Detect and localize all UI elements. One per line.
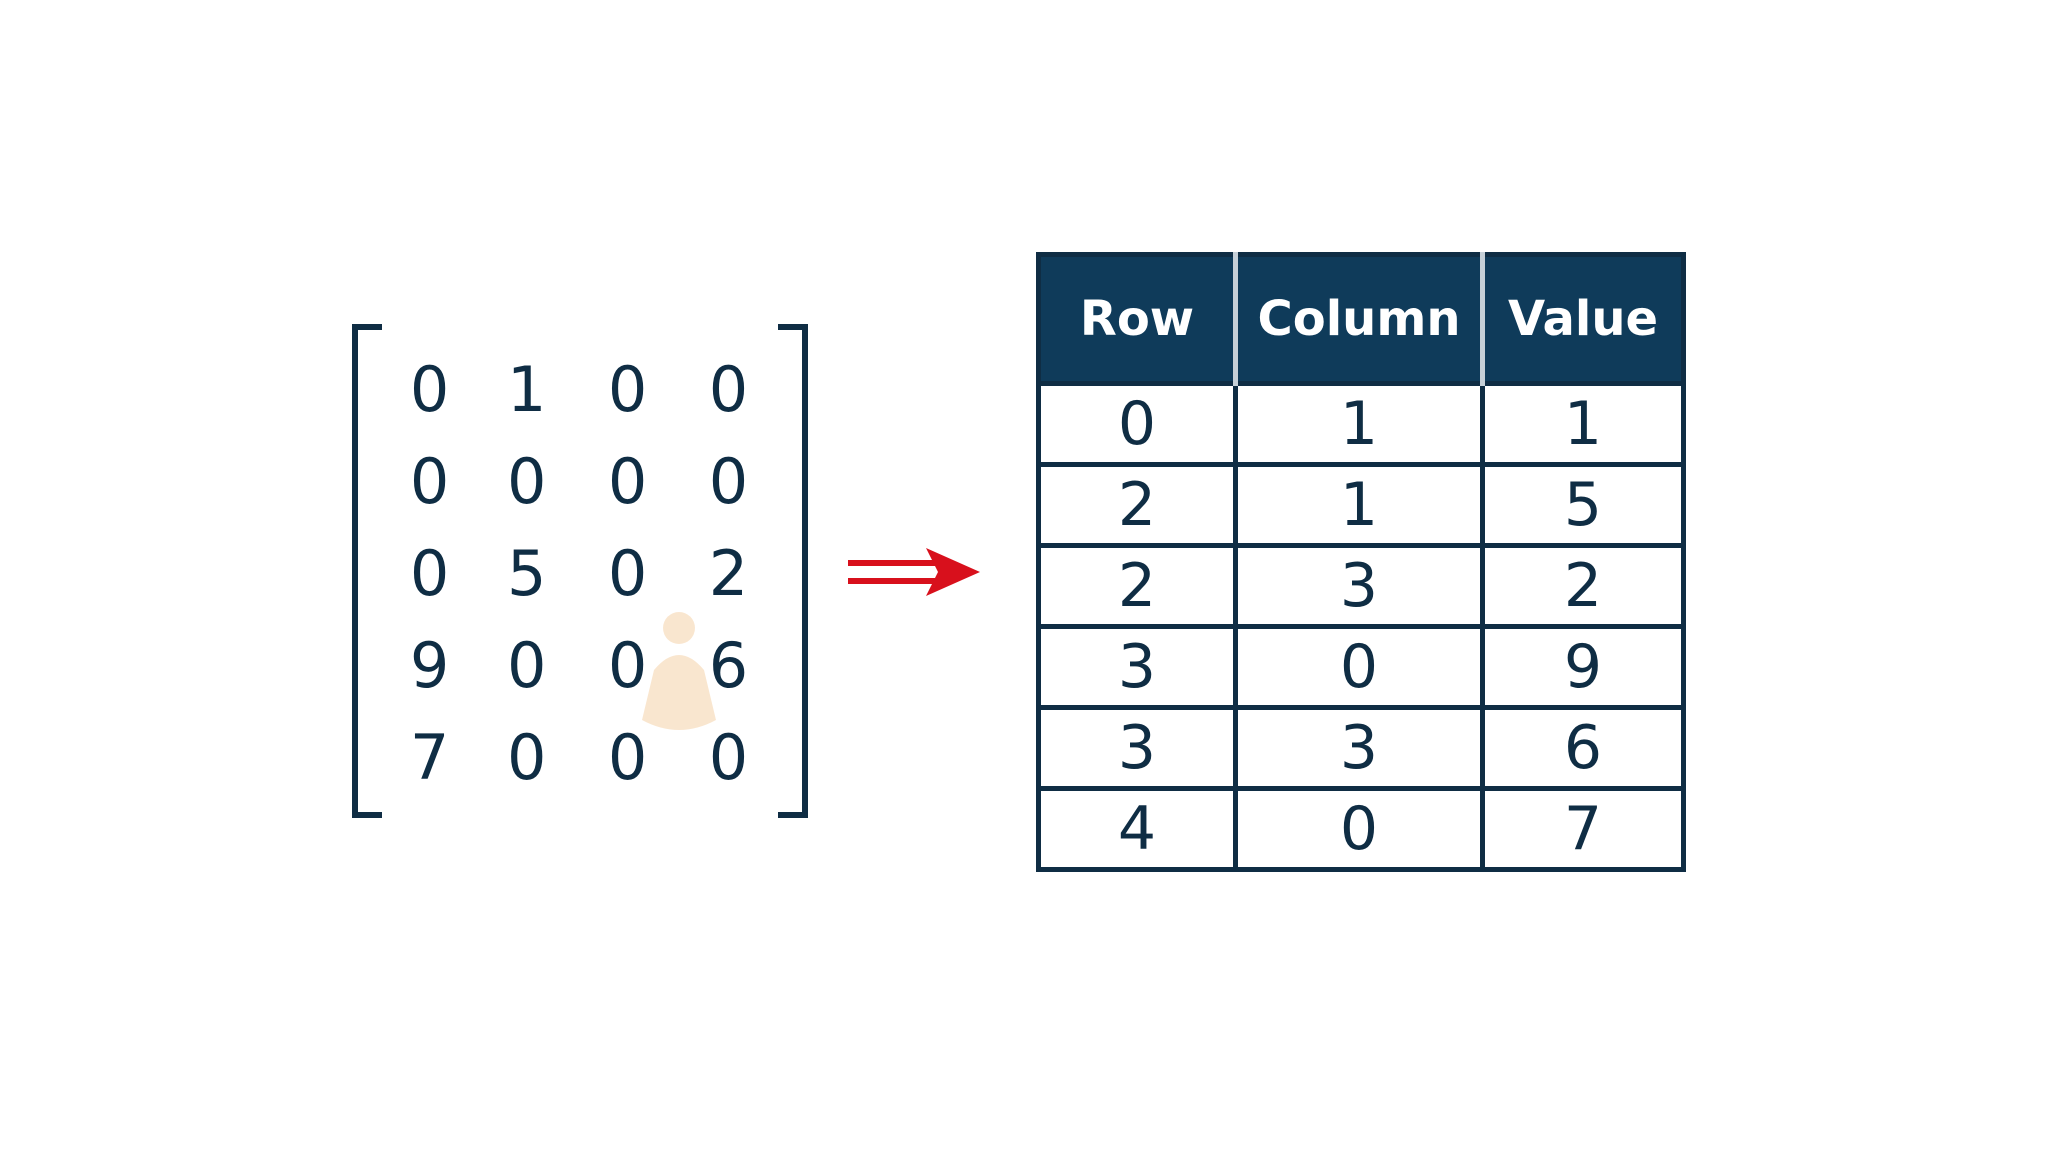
table-row: 0 1 1	[1036, 381, 1686, 467]
matrix-row: 0 5 0 2	[382, 528, 778, 620]
cell-value: 9	[1480, 624, 1686, 710]
sparse-matrix: 0 1 0 0 0 0 0 0 0 5 0 2 9 0 0 6 7 0 0 0	[352, 324, 808, 820]
matrix-cell: 0	[607, 353, 648, 426]
table-row: 2 3 2	[1036, 543, 1686, 629]
header-value: Value	[1480, 254, 1686, 384]
matrix-row: 7 0 0 0	[382, 712, 778, 804]
matrix-cell: 0	[708, 445, 749, 518]
matrix-cell: 0	[506, 629, 547, 702]
matrix-grid: 0 1 0 0 0 0 0 0 0 5 0 2 9 0 0 6 7 0 0 0	[382, 344, 778, 804]
cell-row: 2	[1036, 543, 1238, 629]
cell-value: 6	[1480, 705, 1686, 791]
cell-row: 3	[1036, 705, 1238, 791]
cell-row: 2	[1036, 462, 1238, 548]
matrix-cell: 0	[708, 353, 749, 426]
matrix-cell: 0	[506, 445, 547, 518]
matrix-cell: 0	[607, 721, 648, 794]
cell-column: 1	[1233, 381, 1485, 467]
matrix-cell: 0	[409, 353, 450, 426]
cell-row: 4	[1036, 786, 1238, 872]
matrix-cell: 2	[708, 537, 749, 610]
watermark-figure-icon	[642, 612, 716, 730]
cell-row: 3	[1036, 624, 1238, 710]
matrix-cell: 0	[607, 629, 648, 702]
sparse-triplet-table: Row Column Value 0 1 1 2 1 5 2 3 2 3 0 9…	[1036, 252, 1686, 872]
matrix-cell: 6	[708, 629, 749, 702]
cell-value: 5	[1480, 462, 1686, 548]
matrix-cell: 0	[506, 721, 547, 794]
table-row: 3 0 9	[1036, 624, 1686, 710]
matrix-cell: 0	[607, 537, 648, 610]
matrix-cell: 9	[409, 629, 450, 702]
double-arrow-right-icon	[848, 548, 980, 596]
matrix-cell: 0	[409, 537, 450, 610]
table-row: 3 3 6	[1036, 705, 1686, 791]
cell-column: 3	[1233, 543, 1485, 629]
matrix-cell: 5	[506, 537, 547, 610]
header-row: Row	[1036, 254, 1238, 384]
right-bracket	[778, 324, 808, 818]
matrix-cell: 0	[409, 445, 450, 518]
matrix-row: 9 0 0 6	[382, 620, 778, 712]
cell-value: 1	[1480, 381, 1686, 467]
table-header-row: Row Column Value	[1036, 254, 1686, 384]
cell-value: 2	[1480, 543, 1686, 629]
cell-column: 1	[1233, 462, 1485, 548]
cell-row: 0	[1036, 381, 1238, 467]
left-bracket	[352, 324, 382, 818]
header-column: Column	[1233, 254, 1485, 384]
cell-column: 0	[1233, 624, 1485, 710]
matrix-row: 0 0 0 0	[382, 436, 778, 528]
cell-column: 3	[1233, 705, 1485, 791]
matrix-cell: 0	[607, 445, 648, 518]
matrix-cell: 0	[708, 721, 749, 794]
cell-value: 7	[1480, 786, 1686, 872]
matrix-row: 0 1 0 0	[382, 344, 778, 436]
matrix-cell: 1	[506, 353, 547, 426]
cell-column: 0	[1233, 786, 1485, 872]
table-row: 4 0 7	[1036, 786, 1686, 872]
matrix-cell: 7	[409, 721, 450, 794]
table-row: 2 1 5	[1036, 462, 1686, 548]
